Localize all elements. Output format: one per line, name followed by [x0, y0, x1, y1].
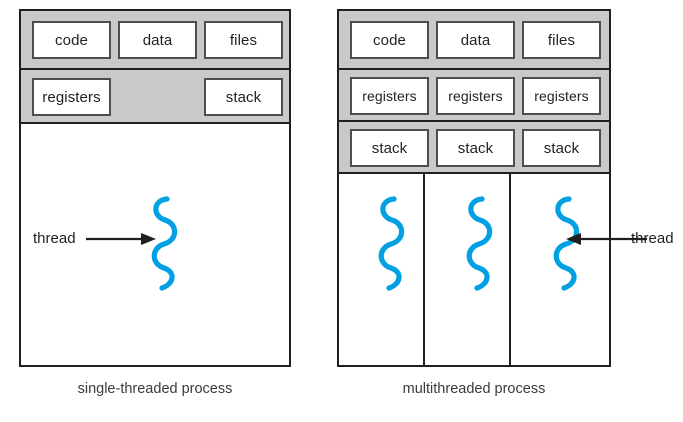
single-threaded-code-label: code [55, 31, 88, 49]
single-threaded-thread-band: registers stack [21, 70, 289, 124]
thread-column-divider-2 [509, 174, 511, 365]
multithreaded-process-caption: multithreaded process [402, 381, 546, 397]
multithreaded-registers-cell-2: registers [436, 77, 515, 115]
multithreaded-data-cell: data [436, 21, 515, 59]
multithreaded-execution-area [339, 174, 609, 365]
single-threaded-process-frame: code data files registers stack [19, 9, 291, 367]
single-threaded-stack-label: stack [225, 88, 262, 106]
multithreaded-stack-label-2: stack [457, 139, 494, 157]
multithreaded-files-cell: files [522, 21, 601, 59]
multithreaded-registers-label-3: registers [534, 88, 589, 104]
single-threaded-resource-band: code data files [21, 11, 289, 70]
single-threaded-data-label: data [142, 31, 173, 49]
thread-column-divider-1 [423, 174, 425, 365]
multithreaded-registers-label-1: registers [362, 88, 417, 104]
multithreaded-stack-label-3: stack [543, 139, 580, 157]
single-threaded-files-label: files [229, 31, 258, 49]
multithreaded-registers-label-2: registers [448, 88, 503, 104]
single-threaded-process-caption: single-threaded process [77, 381, 233, 397]
multithreaded-stack-band: stack stack stack [339, 122, 609, 174]
multithreaded-registers-band: registers registers registers [339, 70, 609, 122]
multithreaded-code-cell: code [350, 21, 429, 59]
single-threaded-registers-cell: registers [32, 78, 111, 116]
multithreaded-resource-band: code data files [339, 11, 609, 70]
single-threaded-data-cell: data [118, 21, 197, 59]
multithreaded-registers-cell-3: registers [522, 77, 601, 115]
single-threaded-registers-label: registers [42, 88, 101, 106]
multithreaded-stack-cell-1: stack [350, 129, 429, 167]
multithreaded-thread-annotation-label: thread [631, 230, 674, 247]
single-threaded-code-cell: code [32, 21, 111, 59]
single-threaded-stack-cell: stack [204, 78, 283, 116]
single-threaded-files-cell: files [204, 21, 283, 59]
multithreaded-stack-cell-3: stack [522, 129, 601, 167]
single-threaded-thread-annotation-label: thread [33, 230, 76, 247]
multithreaded-code-label: code [373, 31, 406, 49]
multithreaded-data-label: data [460, 31, 491, 49]
multithreaded-registers-cell-1: registers [350, 77, 429, 115]
multithreaded-stack-cell-2: stack [436, 129, 515, 167]
multithreaded-files-label: files [547, 31, 576, 49]
multithreaded-process-frame: code data files registers registers regi… [337, 9, 611, 367]
multithreaded-stack-label-1: stack [371, 139, 408, 157]
